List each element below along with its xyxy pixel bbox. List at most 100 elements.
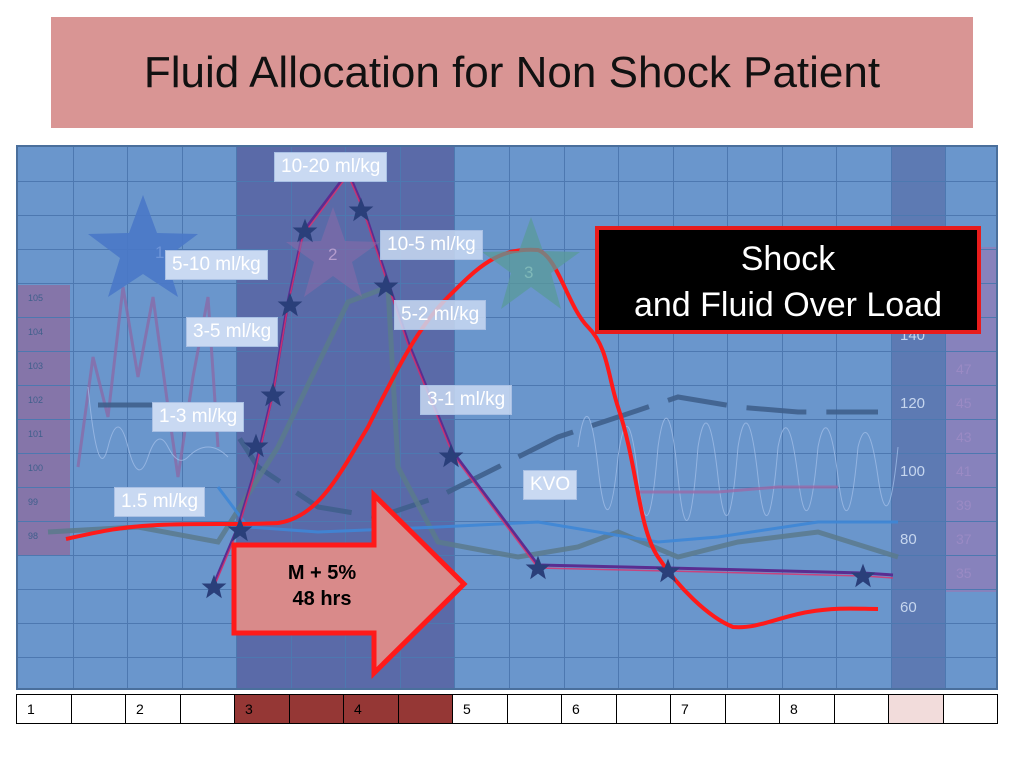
grid-line-horizontal [18,657,996,658]
right-tick-2: 47 [956,361,972,377]
day-axis-cell: 2 [126,695,181,723]
arrow-line-1: M + 5% [287,562,357,584]
day-axis-cell [889,695,944,723]
right-tick: 60 [900,599,917,616]
rate-label-kvo: KVO [523,470,578,500]
grid-line-horizontal [18,487,996,488]
point-star-icon [292,218,318,243]
star-2-label: 2 [328,245,338,264]
day-axis-cell: 8 [780,695,835,723]
temp-tick: 103 [28,361,44,371]
rate-label-1-5: 1.5 ml/kg [114,487,206,517]
grid-line-vertical [890,147,892,688]
temp-tick: 104 [28,327,44,337]
right-tick-2: 41 [956,463,972,479]
temp-tick: 100 [28,463,44,473]
day-axis-cell: 3 [235,695,290,723]
temp-tick: 101 [28,429,44,439]
rate-label-5-10: 5-10 ml/kg [165,250,268,280]
shock-line-1: Shock [740,240,836,278]
rate-label-1-3: 1-3 ml/kg [152,402,245,432]
day-axis-cell [398,695,453,723]
point-star-icon [850,563,876,588]
point-star-icon [373,273,399,298]
pulse-line-right [638,485,838,494]
grid-line-horizontal [18,249,996,250]
grid-line-horizontal [18,351,996,352]
grid-line-horizontal [18,181,996,182]
rate-label-10-5: 10-5 ml/kg [380,230,483,260]
grid-line-vertical [781,147,783,688]
grid-line-horizontal [18,283,996,284]
point-star-icon [525,555,551,580]
day-axis-cell [508,695,562,723]
grid-line-vertical [399,147,401,688]
point-star-icon [348,197,374,222]
blue-line [216,486,898,544]
day-axis-cell [72,695,126,723]
day-axis-cell [835,695,889,723]
right-tick: 120 [900,395,926,412]
grid-line-vertical [836,147,838,688]
title-banner: Fluid Allocation for Non Shock Patient [51,17,973,128]
grid-line-horizontal [18,215,996,216]
point-star-icon [438,443,464,468]
grid-line-horizontal [18,419,996,420]
right-tick: 80 [900,531,917,548]
day-axis-cell: 4 [344,695,399,723]
grid-line-horizontal [18,623,996,624]
right-tick-2: 35 [956,565,972,581]
shock-callout: Shock and Fluid Over Load [595,226,981,334]
point-star-icon [260,382,286,407]
grid-line-horizontal [18,453,996,454]
rate-label-5-2: 5-2 ml/kg [394,300,487,330]
grid-line-vertical [727,147,729,688]
point-star-icon [655,558,681,583]
day-axis-cell [181,695,235,723]
day-axis-cell: 6 [562,695,617,723]
arrow-line-2: 48 hrs [292,588,352,610]
bp-line [47,283,899,560]
temp-tick: 99 [28,497,39,507]
temp-tick: 105 [28,293,44,303]
temp-tick: 98 [28,531,39,541]
day-axis: 1 2 3 4 5 6 7 8 [16,694,998,724]
day-axis-cell: 7 [671,695,726,723]
maintenance-arrow [231,489,468,679]
star-2-icon [286,207,380,297]
grid-line-vertical [454,147,456,688]
rate-label-3-5: 3-5 ml/kg [186,317,279,347]
rate-label-10-20: 10-20 ml/kg [274,152,388,182]
day-axis-cell: 5 [453,695,508,723]
grid-line-horizontal [18,589,996,590]
point-star-icon [227,517,253,542]
star-1-icon [88,195,198,297]
day-axis-cell [617,695,671,723]
point-star-icon [243,433,269,458]
grid-line-vertical [563,147,565,688]
grid-line-horizontal [18,317,996,318]
temp-tick: 102 [28,395,44,405]
right-tick: 100 [900,463,926,480]
right-tick-2: 39 [956,497,972,513]
pulse-line [76,286,220,478]
left-scale-band [18,285,70,555]
point-star-icon [201,574,227,599]
grid-line-vertical [672,147,674,688]
day-axis-cell [289,695,344,723]
right-tick-2: 45 [956,395,972,411]
day-axis-cell [944,695,998,723]
point-star-icon [277,292,303,317]
star-1-label: 1 [155,243,165,262]
grid-line-vertical [127,147,129,688]
day-axis-cell: 1 [17,695,72,723]
grid-line-vertical [72,147,74,688]
heart-rate-wave [87,386,899,521]
right-tick-2: 43 [956,429,972,445]
rate-label-3-1: 3-1 ml/kg [420,385,513,415]
shock-line-2: and Fluid Over Load [633,286,943,324]
arrow-label: M + 5% 48 hrs [252,560,392,612]
day-axis-cell [726,695,780,723]
page-title: Fluid Allocation for Non Shock Patient [143,47,881,97]
grid-line-vertical [345,147,347,688]
